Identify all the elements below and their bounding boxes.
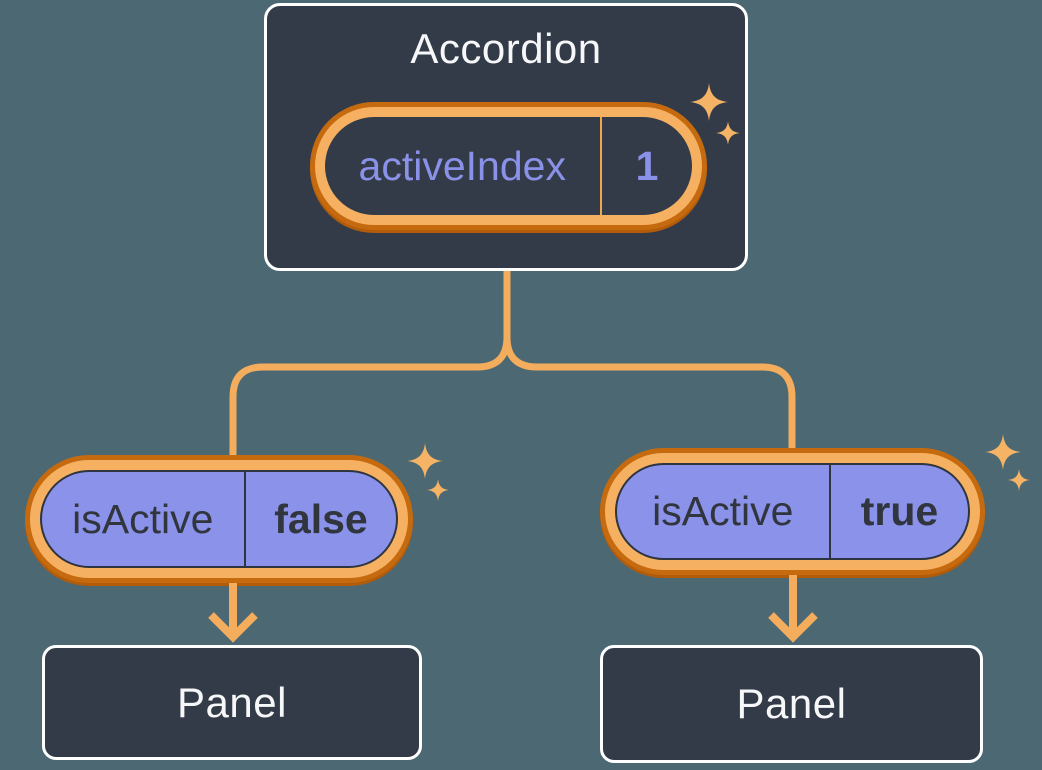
pill-divider [243,472,246,566]
sparkle-icon [985,434,1021,470]
panel-node-right: Panel [600,645,983,763]
state-name-label: isActive [72,495,214,542]
state-pill-activeindex: activeIndex 1 [310,102,707,230]
state-pill-isactive-right: isActive true [600,448,985,575]
sparkle-icon [427,479,449,501]
pill-divider [599,117,602,215]
state-name-label: activeIndex [358,142,566,189]
pill-divider [828,465,831,558]
panel-title: Panel [177,678,287,726]
down-arrow-icon [208,583,258,643]
state-pill-isactive-right-body: isActive true [615,463,970,560]
state-value-label: true [860,488,939,534]
down-arrow-icon [768,575,818,643]
state-value-label: 1 [635,142,659,189]
connector-branch-right [503,271,796,448]
connector-branch-left [229,271,511,455]
state-pill-isactive-left-body: isActive false [40,470,398,568]
sparkle-icon [1008,469,1030,491]
panel-node-left: Panel [42,645,422,760]
state-pill-activeindex-body: activeIndex 1 [325,117,692,215]
state-name-label: isActive [652,488,794,534]
state-value-label: false [274,495,368,542]
panel-title: Panel [736,680,847,727]
accordion-title: Accordion [410,25,602,72]
sparkle-icon [407,443,443,479]
state-pill-isactive-left: isActive false [25,455,413,583]
